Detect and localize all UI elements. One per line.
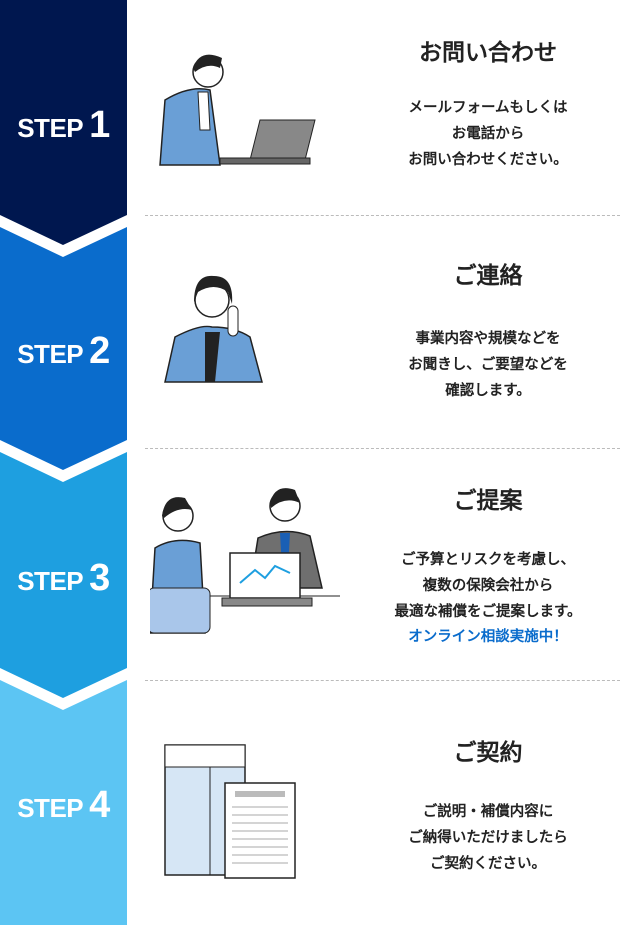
step3-text: 複数の保険会社から: [422, 578, 554, 594]
step4-text: ご契約ください。: [430, 856, 546, 872]
step1-text: メールフォームもしくは: [408, 100, 568, 116]
contract-documents-illustration: [164, 744, 296, 879]
step4-text: ご納得いただけましたら: [408, 830, 568, 846]
step3-title: ご提案: [453, 488, 523, 514]
divider: [145, 680, 620, 681]
man-laptop-illustration: [159, 54, 316, 166]
woman-headset-illustration: [164, 275, 263, 383]
online-consultation-notice: オンライン相談実施中！: [408, 629, 568, 645]
step2-text: 確認します。: [445, 383, 531, 399]
step3-text: ご予算とリスクを考慮し、: [401, 552, 575, 568]
step3-content: ご提案 ご予算とリスクを考慮し、 複数の保険会社から 最適な補償をご提案します。…: [360, 481, 616, 649]
step-bands: [0, 0, 127, 925]
step1-content: お問い合わせ メールフォームもしくは お電話から お問い合わせください。: [360, 33, 616, 173]
step1-text: お問い合わせください。: [408, 152, 568, 168]
step2-band: [0, 227, 127, 470]
step4-title: ご契約: [453, 740, 523, 766]
meeting-illustration: [150, 488, 340, 634]
step2-text: お聞きし、ご要望などを: [408, 357, 568, 373]
step2-title: ご連絡: [453, 263, 523, 289]
step4-content: ご契約 ご説明・補償内容に ご納得いただけましたら ご契約ください。: [360, 733, 616, 877]
step3-text: 最適な補償をご提案します。: [394, 604, 582, 620]
step4-text: ご説明・補償内容に: [422, 804, 554, 820]
step2-content: ご連絡 事業内容や規模などを お聞きし、ご要望などを 確認します。: [360, 256, 616, 404]
step4-band: [0, 680, 127, 925]
step3-band: [0, 452, 127, 698]
divider: [145, 448, 620, 449]
step1-band: [0, 0, 127, 245]
step1-text: お電話から: [451, 126, 525, 142]
divider: [145, 215, 620, 216]
step2-text: 事業内容や規模などを: [415, 331, 561, 347]
step1-title: お問い合わせ: [419, 40, 557, 66]
